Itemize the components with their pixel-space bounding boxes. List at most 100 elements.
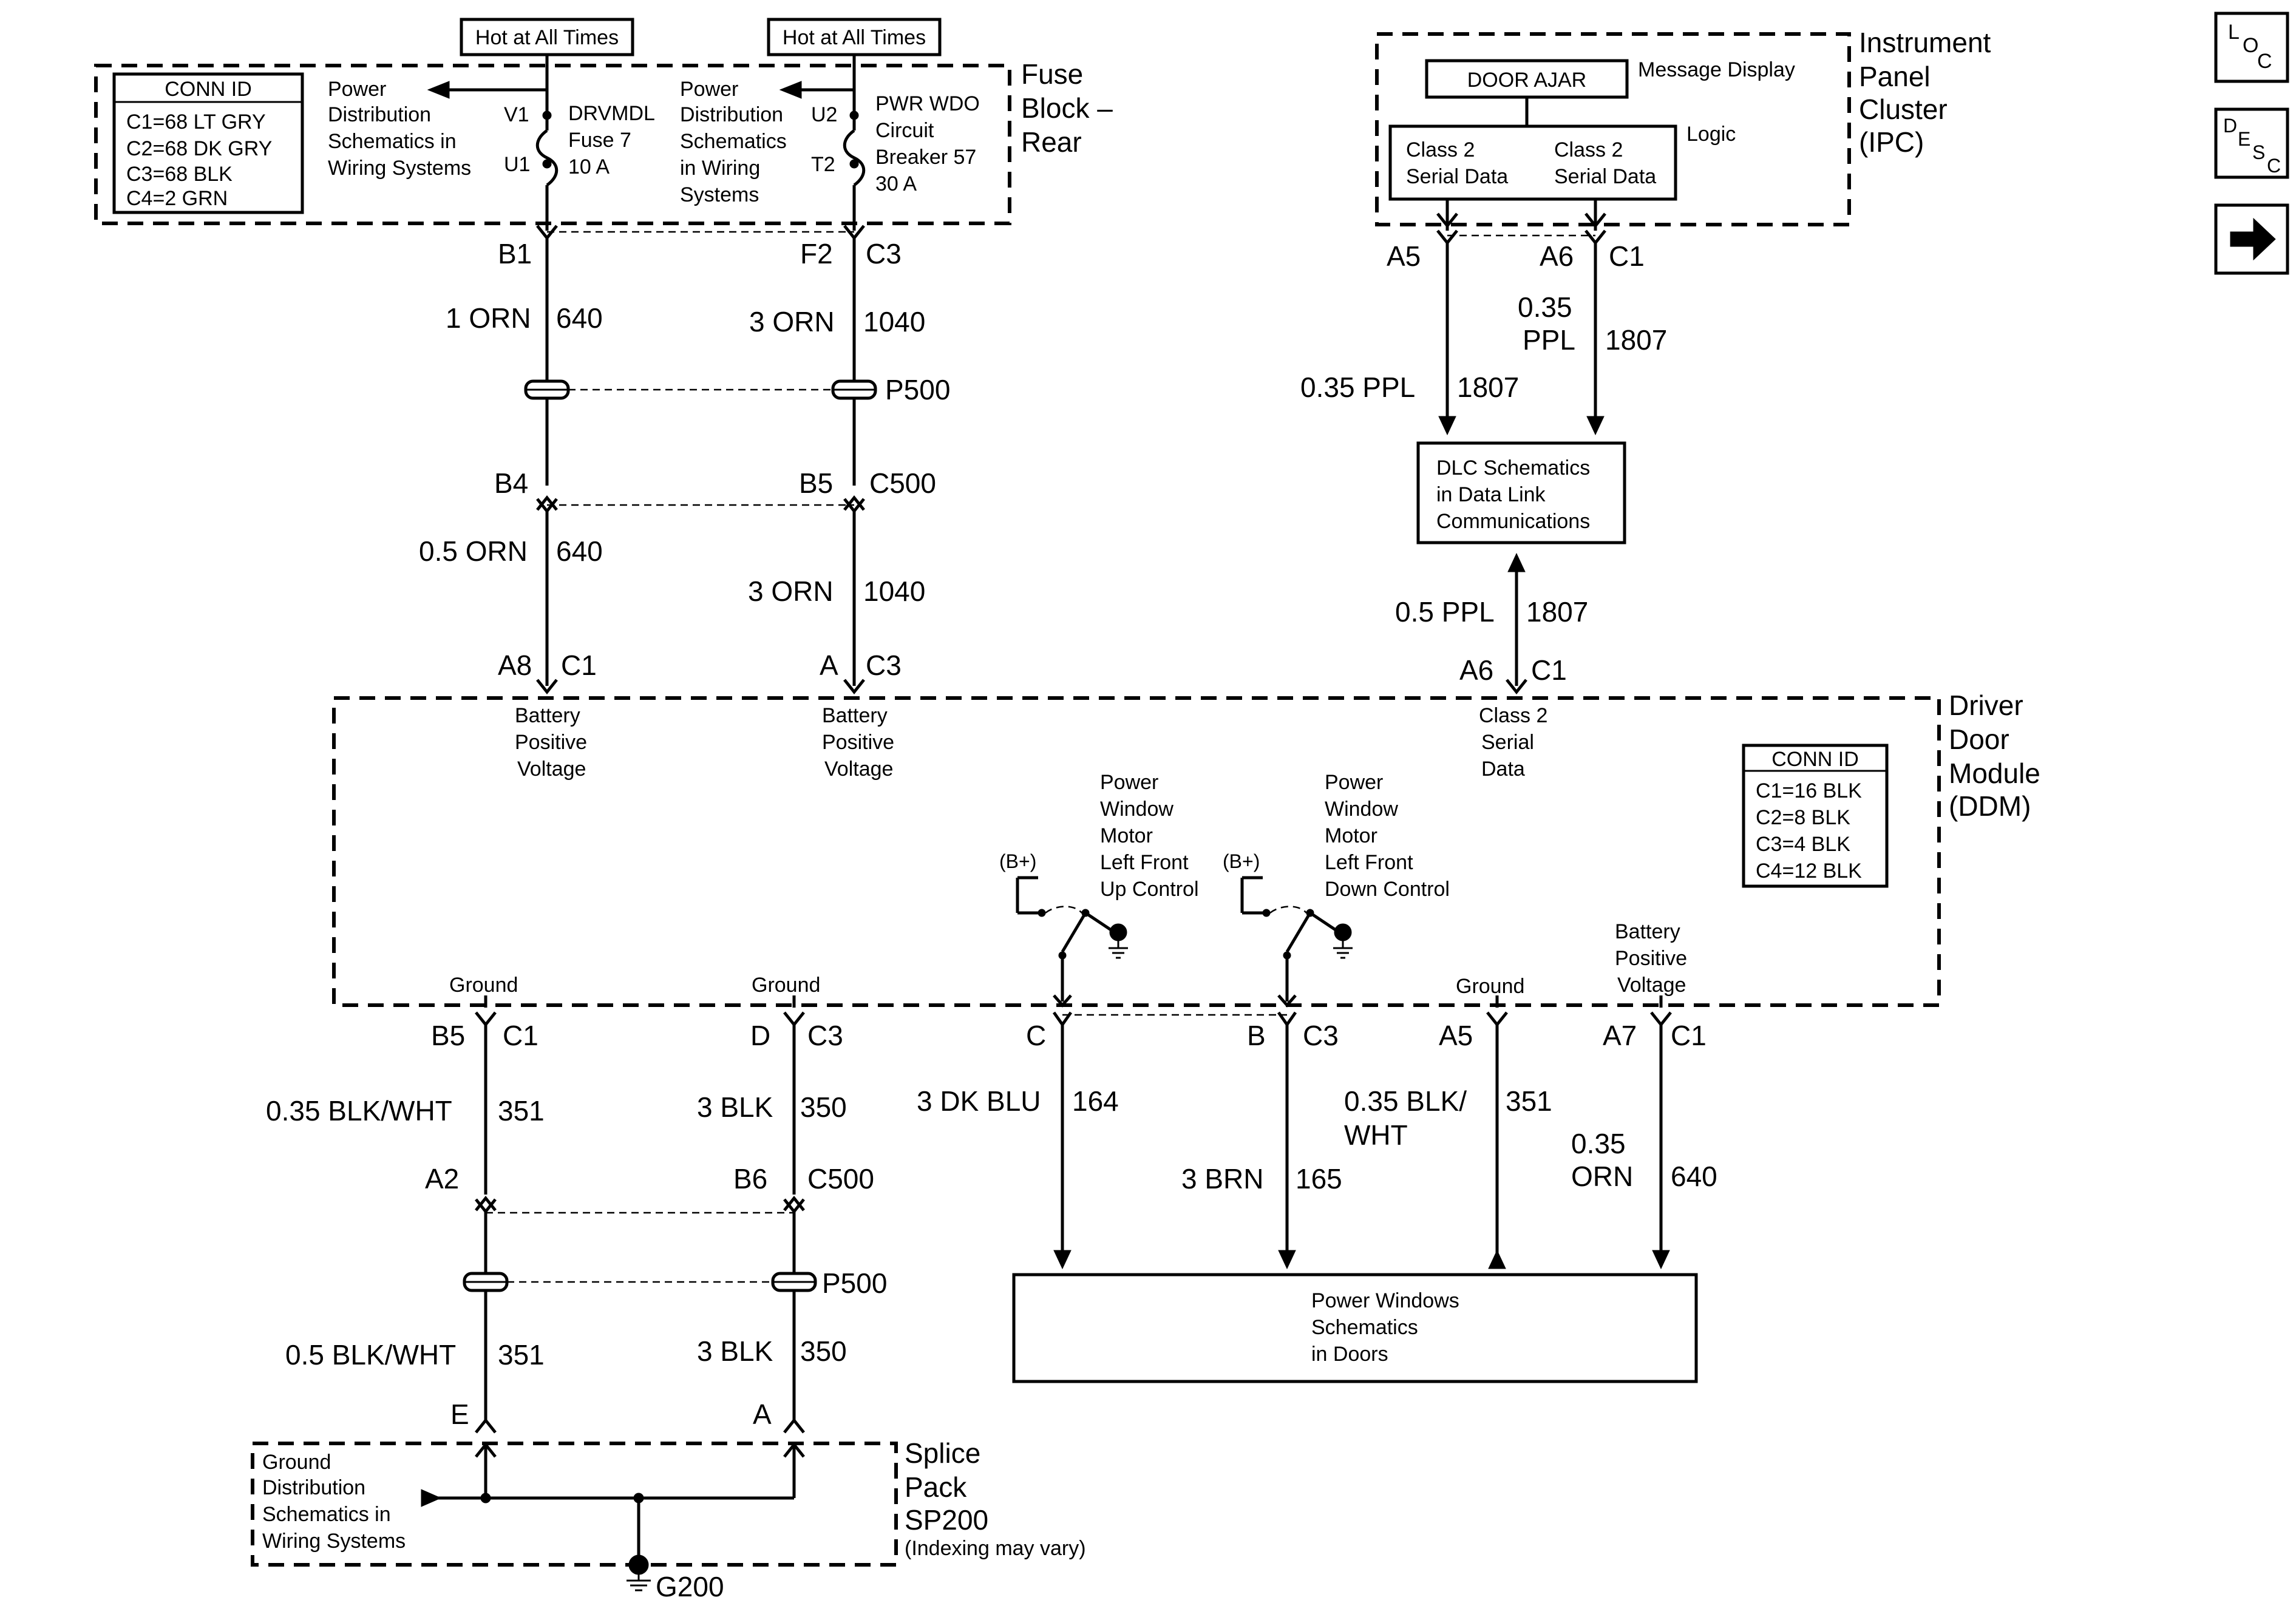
ground-icon-3 <box>628 1554 649 1575</box>
conn-c500-bot: C500 <box>807 1163 874 1195</box>
ddm-title-4: (DDM) <box>1949 790 2031 822</box>
wire-640-a7-gauge: 0.35 <box>1571 1128 1626 1159</box>
breaker-label-4: 30 A <box>875 172 917 195</box>
wire-1040-color-mid: 3 ORN <box>748 575 834 607</box>
bpv2-3: Voltage <box>824 758 893 781</box>
wire-1807-color-ddm: 0.5 PPL <box>1395 596 1495 628</box>
class2-1: Class 2 <box>1479 704 1547 727</box>
fuse-block-rear: Fuse Block – Rear CONN ID C1=68 LT GRY C… <box>94 18 1113 231</box>
ddm-title-2: Door <box>1949 724 2009 755</box>
fuse-block-title-1: Fuse <box>1021 58 1083 90</box>
pd-left-1: Power <box>328 78 386 101</box>
dlc-text-1: DLC Schematics <box>1436 456 1590 480</box>
conn-e: E <box>450 1398 469 1430</box>
bpv2-1: Battery <box>822 704 888 727</box>
up-ctrl-1: Power <box>1100 771 1158 794</box>
conn-c3-top: C3 <box>866 238 902 270</box>
up-ctrl-2: Window <box>1100 798 1173 821</box>
fuse-block-conn-c3: C3=68 BLK <box>126 163 233 186</box>
up-ctrl-4: Left Front <box>1100 851 1189 874</box>
ipc-title-3: Cluster <box>1859 93 1948 125</box>
conn-b: B <box>1247 1020 1266 1051</box>
wire-165-color: 3 BRN <box>1181 1163 1263 1195</box>
pd-left-3: Schematics in <box>328 130 457 153</box>
circuit-breaker-57: U2 T2 PWR WDO Circuit Breaker 57 30 A <box>811 92 980 231</box>
wire-1807-gauge-right: 0.35 <box>1518 291 1572 323</box>
lower-wires: B5 C1 D C3 C B C3 A5 A7 C1 0.35 BLK/WHT … <box>266 1011 1717 1434</box>
ddm-outline <box>332 696 1941 1007</box>
up-ctrl-5: Up Control <box>1100 878 1199 901</box>
breaker-label-1: PWR WDO <box>875 92 980 115</box>
bpv2-2: Positive <box>822 731 894 754</box>
wire-351-number-bot: 351 <box>498 1339 545 1371</box>
bpv1-1: Battery <box>515 704 580 727</box>
pd-right-4: in Wiring <box>680 157 760 180</box>
wire-1040-color-top: 3 ORN <box>749 306 835 337</box>
ipc-serial1-1: Class 2 <box>1406 138 1475 161</box>
conn-b5-mid: B5 <box>799 467 833 499</box>
fuse-block-conn-c4: C4=2 GRN <box>126 187 228 210</box>
down-ctrl-3: Motor <box>1325 824 1377 847</box>
conn-c500-top: C500 <box>869 467 936 499</box>
ddm-conn-c1: C1=16 BLK <box>1756 779 1862 802</box>
conn-c: C <box>1026 1020 1046 1051</box>
bplus-down: (B+) <box>1223 850 1260 872</box>
down-ctrl-5: Down Control <box>1325 878 1450 901</box>
arrow-down-icon-5 <box>1652 1250 1670 1270</box>
conn-c1-a8: C1 <box>561 649 597 681</box>
wire-350-number-top: 350 <box>800 1091 847 1123</box>
fuse-7-label-3: 10 A <box>568 155 610 178</box>
fuse-block-title-2: Block – <box>1021 92 1113 124</box>
ddm-conn-id-header: CONN ID <box>1771 748 1859 771</box>
ground-label-1: Ground <box>449 974 518 997</box>
ground-dist-2: Distribution <box>262 1476 365 1499</box>
wire-1040-number-top: 1040 <box>863 306 925 337</box>
loc-letter-o: O <box>2243 34 2258 57</box>
pin-u1: U1 <box>504 153 530 176</box>
wire-351-a5-number: 351 <box>1506 1085 1552 1117</box>
ipc-title-4: (IPC) <box>1859 126 1924 158</box>
dlc-text-2: in Data Link <box>1436 483 1546 506</box>
wire-1807-color-left: 0.35 PPL <box>1300 371 1415 403</box>
arrow-right-icon <box>2230 217 2276 261</box>
arrow-left-icon-2 <box>779 81 802 99</box>
fuse-block-title-3: Rear <box>1021 126 1082 158</box>
ground-icon-2 <box>1334 923 1352 941</box>
description-button[interactable]: D E S C <box>2214 107 2289 179</box>
ipc-serial2-2: Serial Data <box>1554 165 1656 188</box>
next-page-button[interactable] <box>2214 203 2289 275</box>
power-windows-box <box>1012 1273 1698 1383</box>
ipc-serial1-2: Serial Data <box>1406 165 1508 188</box>
splice-pack-outline <box>251 1442 898 1567</box>
wire-1040-number-mid: 1040 <box>863 575 925 607</box>
message-display-label: Message Display <box>1638 58 1795 81</box>
ddm-title-1: Driver <box>1949 690 2023 721</box>
fuse-block-conn-c2: C2=68 DK GRY <box>126 137 272 160</box>
conn-b1: B1 <box>498 238 532 270</box>
bplus-up: (B+) <box>999 850 1036 872</box>
pd-left-2: Distribution <box>328 103 431 126</box>
conn-a6-ddm: A6 <box>1459 654 1493 686</box>
dlc-schematics-box <box>1416 441 1626 544</box>
wire-350-color-top: 3 BLK <box>697 1091 773 1123</box>
conn-a-c3: A <box>820 649 838 681</box>
power-windows-text-3: in Doors <box>1311 1343 1388 1366</box>
ground-icon <box>1109 923 1127 941</box>
pin-u2: U2 <box>811 103 837 126</box>
wire-351-a5-color-2: WHT <box>1344 1119 1408 1151</box>
conn-a6-top: A6 <box>1540 240 1574 272</box>
p500-bot-label: P500 <box>822 1267 887 1299</box>
wire-1807-color-right: PPL <box>1523 324 1575 356</box>
ipc-outline <box>1375 32 1851 226</box>
wire-350-number-bot: 350 <box>800 1335 847 1367</box>
conn-c3-a: C3 <box>866 649 902 681</box>
ipc-title-2: Panel <box>1859 61 1931 92</box>
wire-351-number-top: 351 <box>498 1095 545 1127</box>
conn-d: D <box>750 1020 770 1051</box>
conn-a8: A8 <box>498 649 532 681</box>
conn-a5-top: A5 <box>1387 240 1421 272</box>
location-button[interactable]: L O C <box>2214 12 2289 83</box>
door-ajar-text: DOOR AJAR <box>1467 69 1586 92</box>
instrument-panel-cluster: Instrument Panel Cluster (IPC) DOOR AJAR… <box>1375 27 1991 231</box>
hot-label-right-text: Hot at All Times <box>783 26 926 49</box>
